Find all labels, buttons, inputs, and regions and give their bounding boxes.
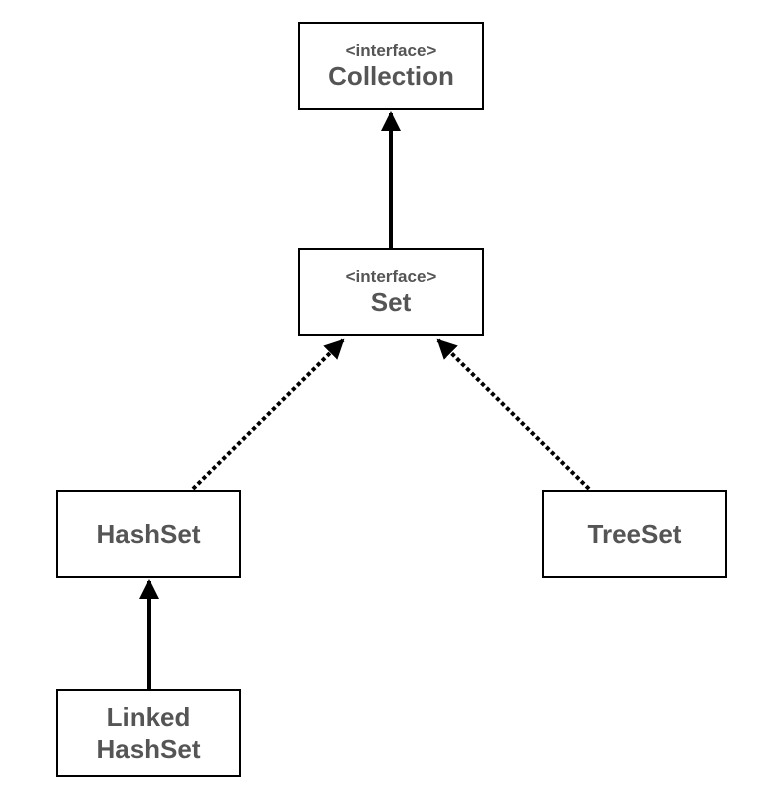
edge-hashset-to-set	[191, 338, 345, 491]
set-node: <interface> Set	[298, 248, 484, 336]
collection-node: <interface> Collection	[298, 22, 484, 110]
linked-hashset-name-line2: HashSet	[96, 734, 201, 764]
edge-treeset-to-set	[436, 338, 591, 491]
collection-stereotype: <interface>	[345, 40, 437, 60]
treeset-name: TreeSet	[587, 518, 682, 549]
collection-name: Collection	[328, 60, 454, 91]
linked-hashset-name-line1: Linked	[106, 702, 191, 732]
hashset-name: HashSet	[96, 518, 201, 549]
hashset-node: HashSet	[56, 490, 241, 578]
set-name: Set	[370, 286, 412, 317]
treeset-node: TreeSet	[542, 490, 727, 578]
linked-hashset-node: Linked HashSet	[56, 689, 241, 777]
set-stereotype: <interface>	[345, 266, 437, 286]
